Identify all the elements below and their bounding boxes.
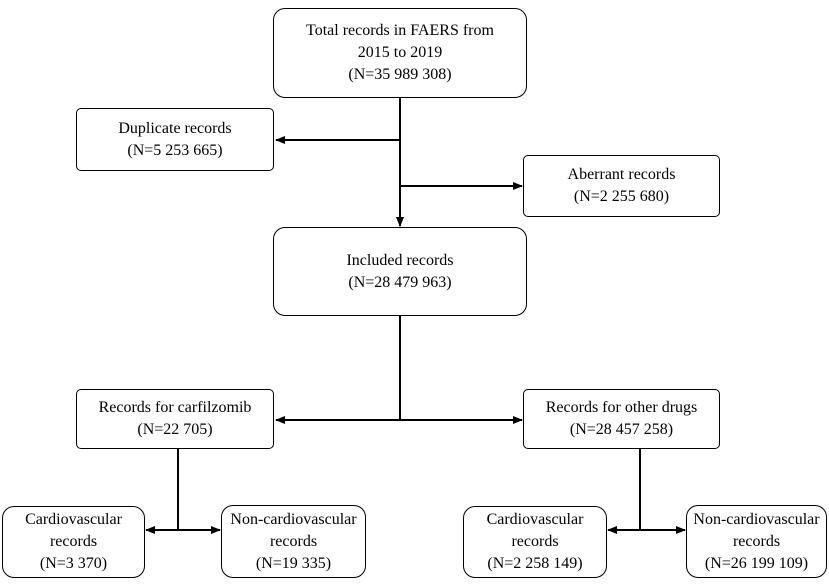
node-noncardio-carf-line-2: records xyxy=(269,532,318,550)
node-noncardio-other-line-2: records xyxy=(732,532,781,550)
node-total-line-2: 2015 to 2019 xyxy=(357,44,443,61)
node-total-line-3: (N=35 989 308) xyxy=(348,66,452,83)
node-duplicate-line-1: Duplicate records xyxy=(118,119,232,137)
node-cardio-other: Cardiovascular records (N=2 258 149) xyxy=(463,506,607,578)
node-cardio-other-line-2: records xyxy=(511,533,559,550)
node-noncardio-carfilzomib: Non-cardiovascular records (N=19 335) xyxy=(221,505,366,578)
node-included-records: Included records (N=28 479 963) xyxy=(273,227,527,316)
node-included-line-1: Included records xyxy=(346,251,454,269)
node-noncardio-other-line-3: (N=26 199 109) xyxy=(704,554,809,572)
node-other-line-2: (N=28 457 258) xyxy=(569,421,674,438)
node-total-line-1: Total records in FAERS from xyxy=(306,22,494,39)
node-aberrant-records: Aberrant records (N=2 255 680) xyxy=(523,155,720,217)
node-other-line-1: Records for other drugs xyxy=(545,399,698,416)
node-cardio-carfilzomib: Cardiovascular records (N=3 370) xyxy=(2,506,145,578)
node-noncardio-carf-line-3: (N=19 335) xyxy=(255,554,332,572)
node-carfilzomib-line-2: (N=22 705) xyxy=(137,421,213,438)
node-duplicate-line-2: (N=5 253 665) xyxy=(127,141,223,159)
node-aberrant-line-1: Aberrant records xyxy=(567,166,676,183)
node-noncardio-other: Non-cardiovascular records (N=26 199 109… xyxy=(686,505,827,578)
node-cardio-carf-line-3: (N=3 370) xyxy=(39,555,108,572)
node-cardio-carf-line-1: Cardiovascular xyxy=(25,511,122,528)
node-cardio-carf-line-2: records xyxy=(49,533,98,550)
node-carfilzomib-line-1: Records for carfilzomib xyxy=(98,399,252,416)
node-included-line-2: (N=28 479 963) xyxy=(348,273,452,291)
node-cardio-other-line-3: (N=2 258 149) xyxy=(487,555,583,572)
node-noncardio-other-line-1: Non-cardiovascular xyxy=(693,510,820,528)
node-noncardio-carf-line-1: Non-cardiovascular xyxy=(230,510,357,528)
node-duplicate-records: Duplicate records (N=5 253 665) xyxy=(76,108,274,171)
node-other-drugs-records: Records for other drugs (N=28 457 258) xyxy=(523,389,720,449)
node-carfilzomib-records: Records for carfilzomib (N=22 705) xyxy=(76,389,274,449)
node-total-records: Total records in FAERS from 2015 to 2019… xyxy=(273,8,527,98)
node-cardio-other-line-1: Cardiovascular xyxy=(486,511,584,528)
node-aberrant-line-2: (N=2 255 680) xyxy=(573,188,670,205)
